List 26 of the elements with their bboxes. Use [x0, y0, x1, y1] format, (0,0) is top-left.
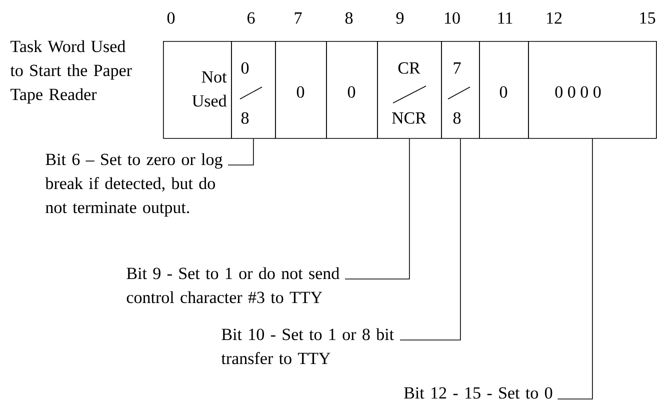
bit-field-cell: 0 — [479, 41, 529, 139]
register-label: Task Word Used to Start the Paper Tape Reader — [10, 40, 132, 104]
bit-number: 6 — [248, 12, 255, 24]
bit-number: 7 — [294, 12, 302, 24]
bit-note: Bit 9 - Set to 1 or do not send control character #3 to TTY — [126, 267, 340, 304]
leader-line — [400, 138, 461, 340]
bit-field-cell: 0 0 0 0 — [528, 41, 657, 139]
leader-line — [344, 138, 410, 280]
bit-number: 10 — [445, 12, 460, 24]
bit-note: Bit 12 - 15 - Set to 0 — [404, 387, 552, 399]
leader-line — [228, 138, 254, 166]
bit-field-cell: 0 8 — [231, 41, 276, 139]
bit-number: 0 — [167, 12, 175, 24]
bit-number: 15 — [640, 12, 656, 24]
bit-number: 12 — [547, 12, 562, 24]
bit-field-cell: 7 8 — [441, 41, 480, 139]
bit-number: 8 — [345, 12, 353, 24]
bit-number: 9 — [396, 12, 404, 24]
bit-field-cell: 0 — [275, 41, 327, 139]
bit-note: Bit 10 - Set to 1 or 8 bit transfer to TTY — [221, 328, 394, 364]
bit-field-cell: Not Used — [163, 41, 232, 139]
bit-note: Bit 6 – Set to zero or log break if detected, but do not terminate output. — [45, 153, 222, 217]
bit-number: 11 — [498, 12, 512, 24]
bit-field-cell: 0 — [326, 41, 378, 139]
leader-line — [557, 138, 593, 400]
bit-field-cell: CR NCR — [377, 41, 442, 139]
